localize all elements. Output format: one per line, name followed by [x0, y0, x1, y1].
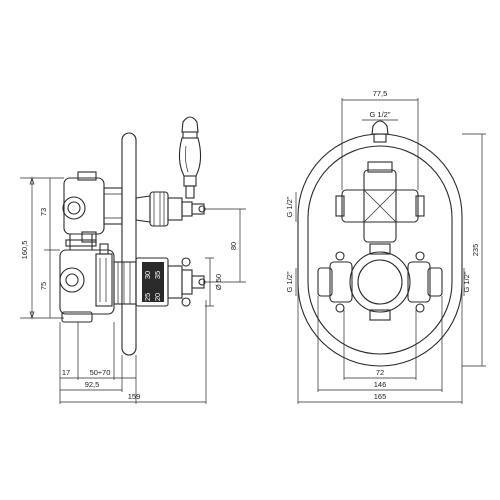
dim-72: 72	[376, 368, 384, 377]
thread-right: G 1/2"	[462, 271, 471, 292]
dim-50-70: 50÷70	[90, 368, 111, 377]
dim-77-5: 77,5	[373, 89, 388, 98]
dim-75: 75	[39, 282, 48, 290]
dim-diameter-50: Ø 50	[214, 274, 223, 290]
side-view-dimensions: 160,5 73 75 80 Ø 50 17 50÷70 92,5 159	[20, 176, 246, 404]
dim-165: 165	[374, 392, 387, 401]
dim-146: 146	[374, 380, 387, 389]
diverter-spindle	[135, 191, 206, 227]
thread-top: G 1/2"	[369, 110, 390, 119]
dim-235: 235	[471, 244, 480, 257]
wall-plate	[121, 132, 137, 356]
lever-handle	[178, 116, 202, 199]
escutcheon-outer	[297, 133, 463, 367]
thermostatic-cartridge: 30 25 35 20	[113, 257, 206, 307]
scale-label-20: 20	[153, 293, 162, 301]
upper-valve-body	[62, 171, 123, 243]
dim-17: 17	[62, 368, 70, 377]
dim-73: 73	[39, 208, 48, 216]
thread-left-lower: G 1/2"	[285, 271, 294, 292]
dim-160-5: 160,5	[20, 241, 29, 260]
dim-159: 159	[128, 392, 141, 401]
scale-label-30: 30	[143, 271, 152, 279]
connector-pipe	[69, 234, 93, 250]
dim-80: 80	[229, 242, 238, 250]
scale-label-35: 35	[153, 271, 162, 279]
front-view-dimensions: 77,5 G 1/2" G 1/2" G 1/2" G 1/2" 235 72 …	[285, 89, 486, 404]
scale-label-25: 25	[143, 293, 152, 301]
thermostatic-body-front	[317, 243, 443, 321]
thread-left-upper: G 1/2"	[285, 196, 294, 217]
diverter-cross-body	[335, 161, 425, 243]
front-view: 77,5 G 1/2" G 1/2" G 1/2" G 1/2" 235 72 …	[285, 89, 486, 404]
side-view: 30 25 35 20 160,5 73 75 80 Ø 50	[20, 116, 246, 404]
handle-top-front	[371, 120, 389, 143]
lower-valve-body	[59, 243, 115, 323]
dim-92-5: 92,5	[85, 380, 100, 389]
escutcheon-inner	[307, 145, 453, 355]
